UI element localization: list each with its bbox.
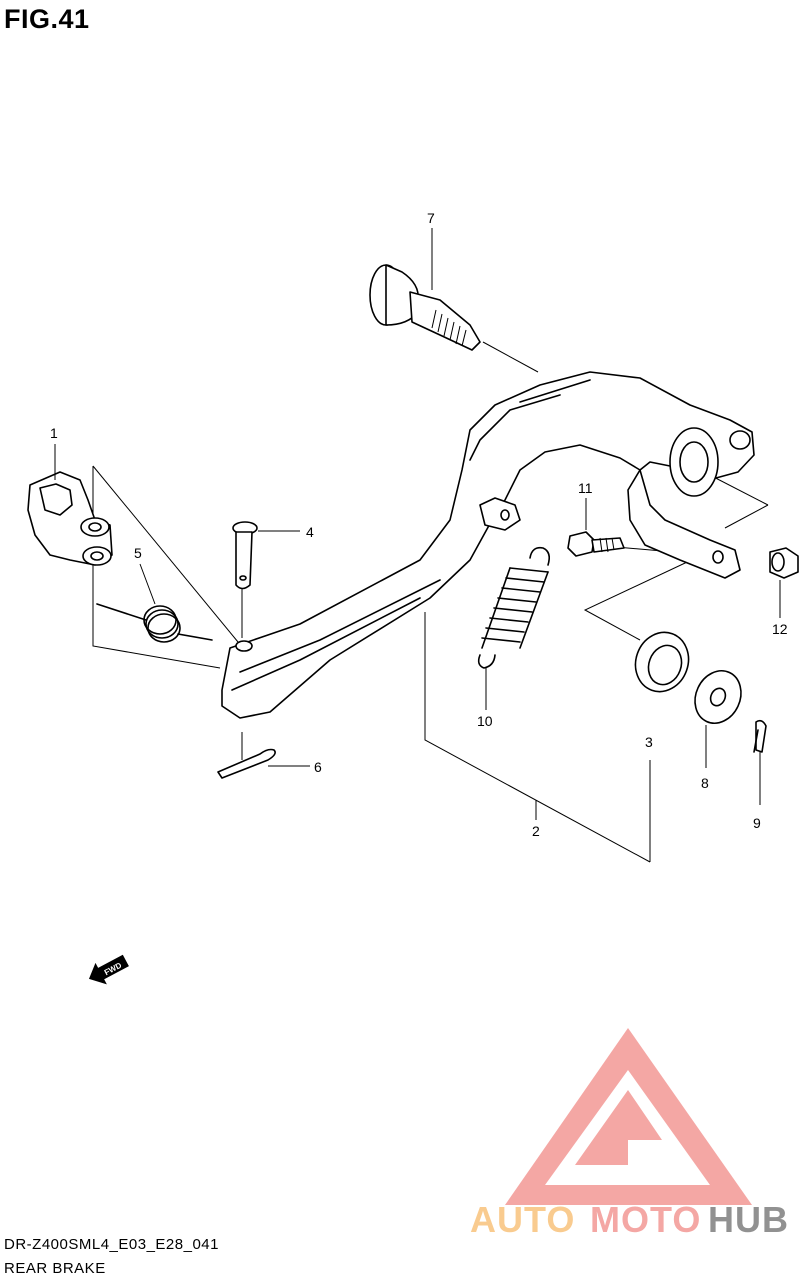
part-label-12[interactable]: 12: [772, 621, 788, 637]
part-label-2[interactable]: 2: [532, 823, 540, 839]
watermark-auto: AUTO: [470, 1199, 575, 1240]
part-label-7[interactable]: 7: [427, 210, 435, 226]
watermark-hub: HUB: [708, 1199, 789, 1240]
switch-cam: [27, 471, 113, 566]
pivot-bolt: [369, 264, 481, 351]
forward-arrow-icon: FWD: [88, 954, 129, 985]
torsion-spring: [96, 603, 213, 643]
part-label-8[interactable]: 8: [701, 775, 709, 791]
nut: [769, 547, 799, 579]
part-label-9[interactable]: 9: [753, 815, 761, 831]
part-label-6[interactable]: 6: [314, 759, 322, 775]
return-spring: [477, 546, 550, 669]
part-label-10[interactable]: 10: [477, 713, 493, 729]
part-label-11[interactable]: 11: [578, 480, 593, 496]
part-label-3[interactable]: 3: [645, 734, 653, 750]
washer: [694, 670, 742, 724]
label-leaders: [54, 228, 781, 767]
part-label-1[interactable]: 1: [50, 425, 58, 441]
brake-pedal: [221, 371, 755, 719]
clevis-pin: [232, 521, 258, 590]
watermark-logo: AUTO MOTO HUB: [470, 1028, 789, 1240]
oil-seal: [634, 631, 690, 693]
figure-title: FIG.41: [4, 4, 90, 34]
part-labels: 1 2 3 4 5 6 7 8 9 10 11 12: [50, 210, 788, 839]
cotter-pin-upper: [753, 719, 767, 753]
cotter-pin-lower: [217, 748, 276, 779]
adjuster-bolt: [567, 531, 625, 557]
part-label-5[interactable]: 5: [134, 545, 142, 561]
model-code: DR-Z400SML4_E03_E28_041: [4, 1236, 219, 1253]
part-label-4[interactable]: 4: [306, 524, 314, 540]
section-name: REAR BRAKE: [4, 1260, 106, 1277]
watermark-moto: MOTO: [590, 1199, 701, 1240]
